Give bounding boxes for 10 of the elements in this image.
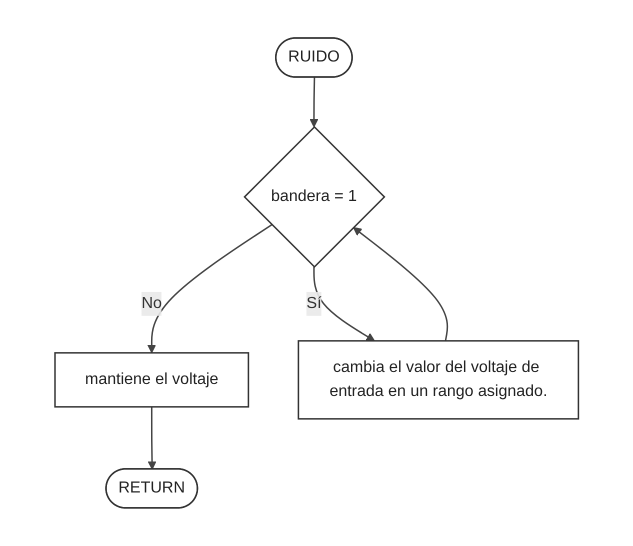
edge-label: No	[141, 294, 162, 312]
arrow	[352, 227, 448, 342]
arrow	[147, 406, 156, 470]
node-box: cambia el valor del voltaje de entrada en un rango asignado.	[297, 340, 579, 420]
arrow	[313, 266, 375, 342]
arrow	[309, 78, 318, 128]
node-diamond: bandera = 1	[243, 126, 386, 268]
arrow	[147, 224, 272, 354]
node-box: mantiene el voltaje	[54, 352, 249, 408]
edge-label: Sí	[306, 294, 322, 312]
